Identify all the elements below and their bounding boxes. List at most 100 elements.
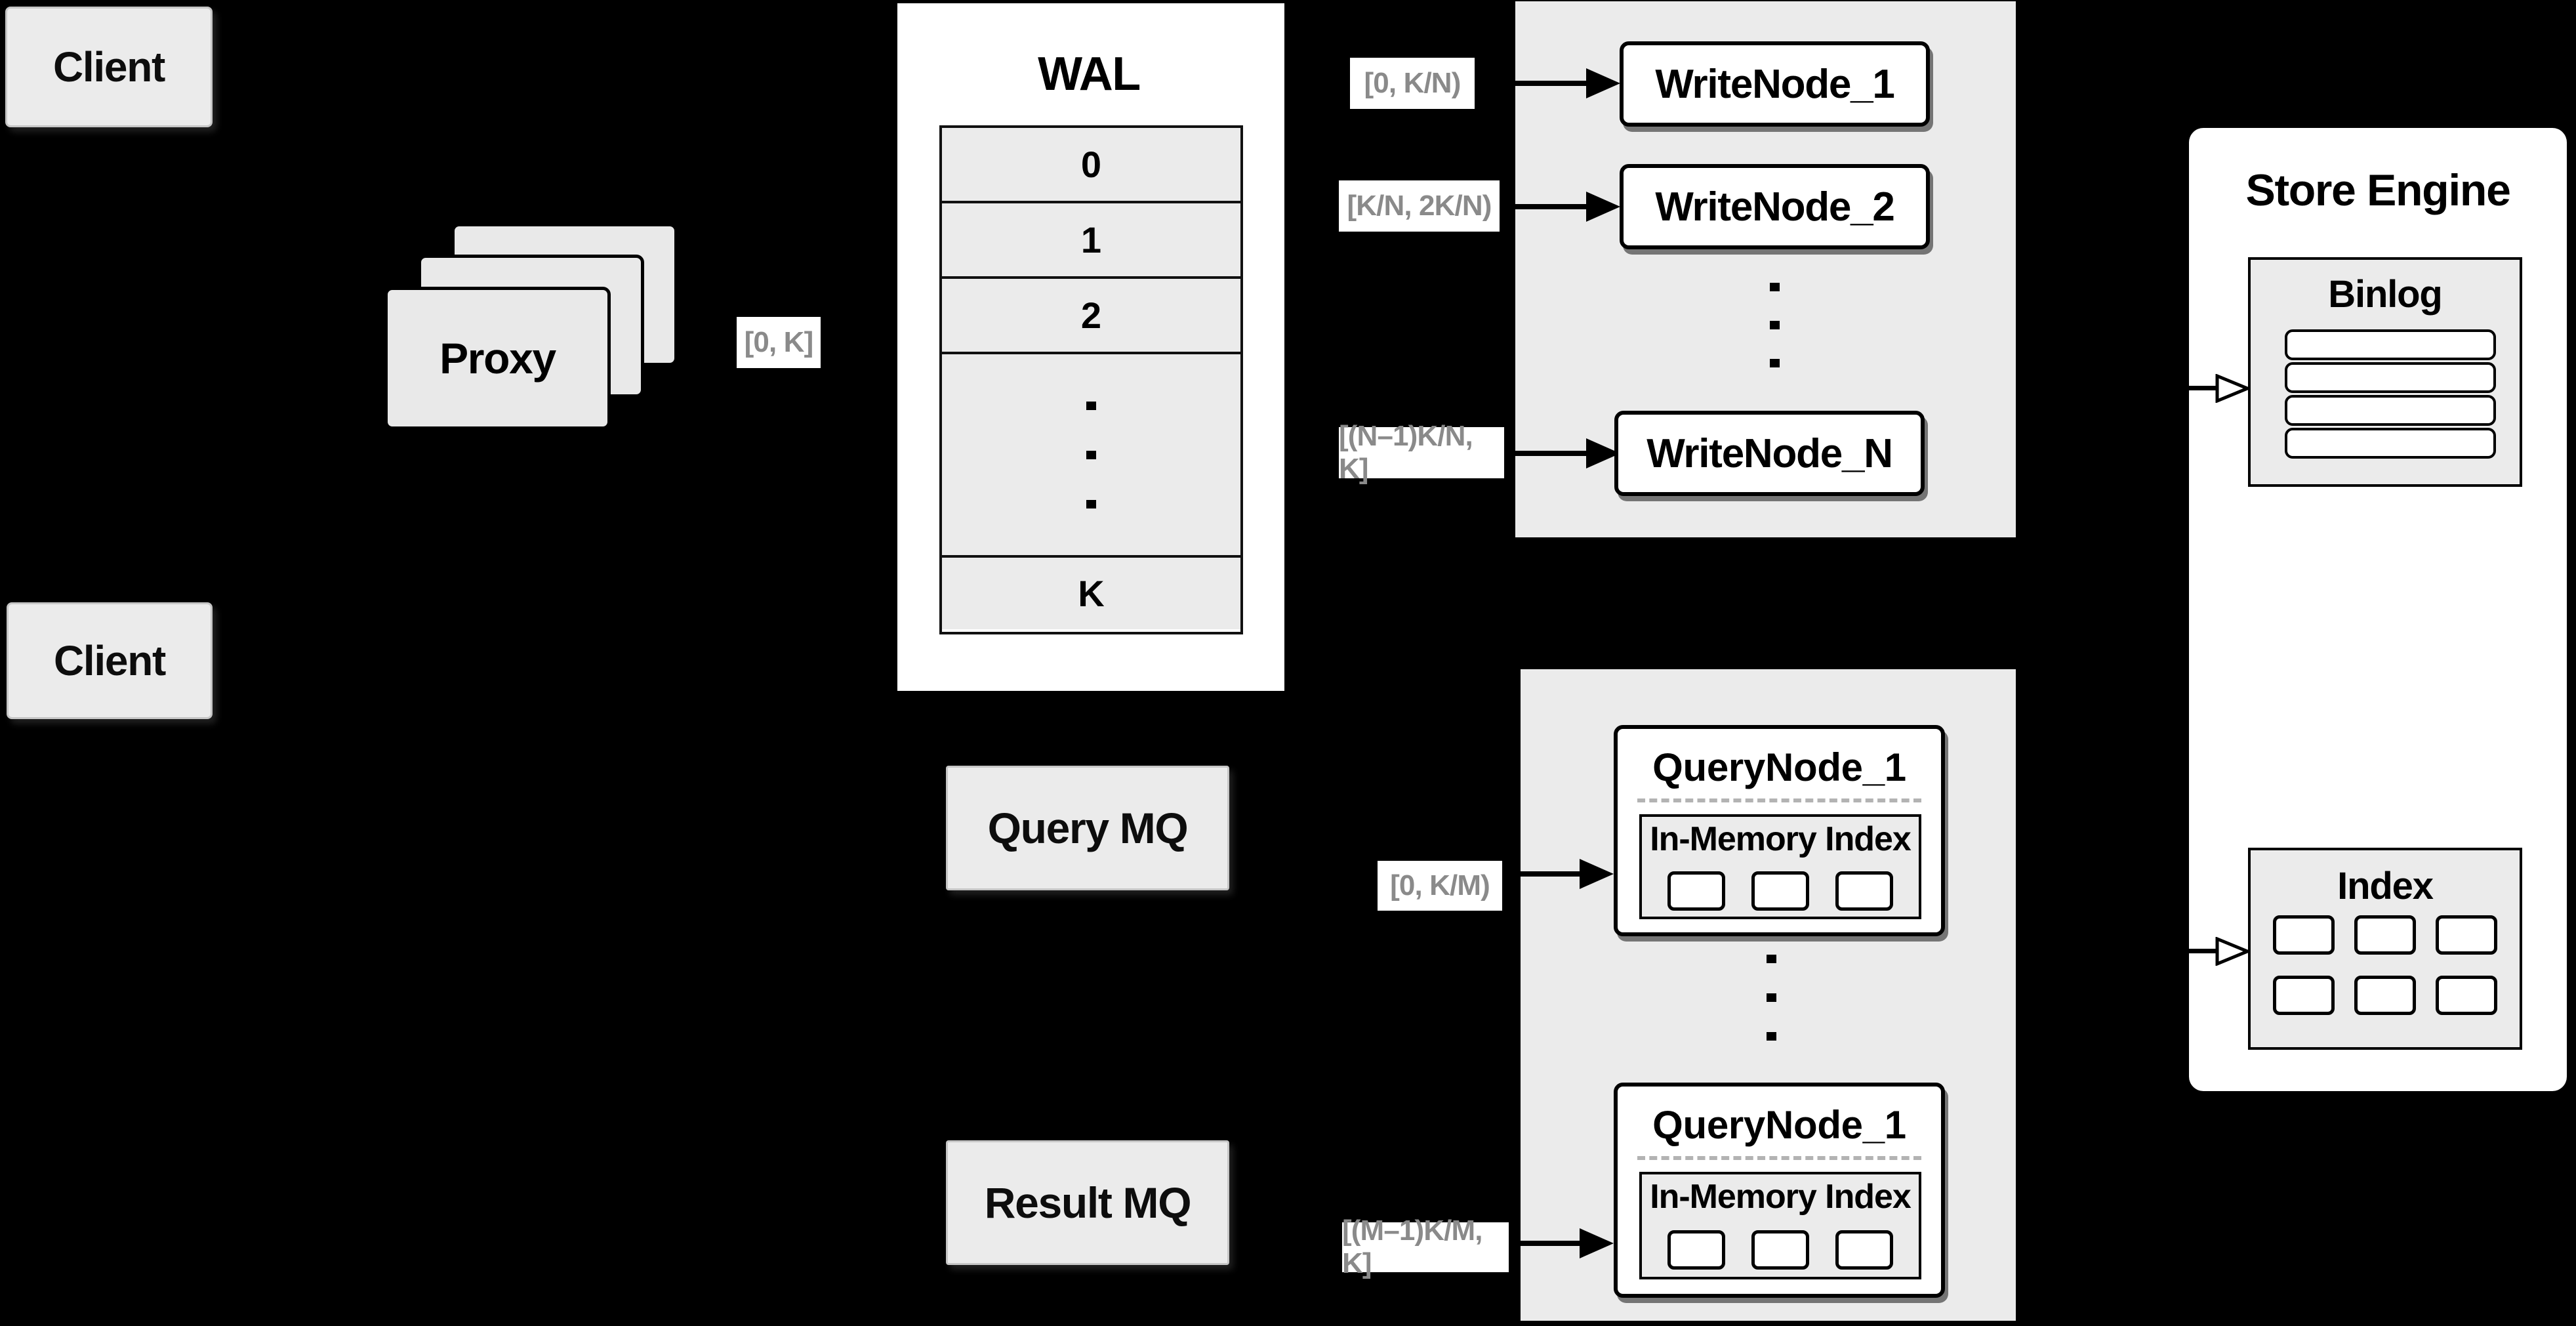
proxy-card-front: Proxy bbox=[384, 287, 611, 430]
query-node-2-title: QueryNode_1 bbox=[1618, 1098, 1941, 1151]
client-box-bottom: Client bbox=[7, 602, 213, 719]
proxy-label: Proxy bbox=[440, 334, 556, 383]
index-cell bbox=[2354, 976, 2416, 1015]
binlog-row bbox=[2285, 329, 2496, 360]
write-node-1-label: WriteNode_1 bbox=[1655, 61, 1894, 107]
binlog-row bbox=[2285, 362, 2496, 393]
arrow-shaft bbox=[1477, 81, 1589, 86]
query-node-2: QueryNode_1 In-Memory Index bbox=[1614, 1083, 1945, 1298]
edge-label-write-1: [0, K/N) bbox=[1350, 58, 1475, 109]
edge-label-write-n: [(N–1)K/N, K] bbox=[1339, 420, 1504, 485]
index-cell-row bbox=[2251, 915, 2520, 955]
wal-log-table: 0 1 2 K bbox=[939, 125, 1243, 634]
open-arrowhead-icon bbox=[2215, 937, 2249, 966]
index-box: Index bbox=[2248, 848, 2522, 1050]
in-memory-index-box: In-Memory Index bbox=[1639, 1172, 1921, 1279]
arrowhead-icon bbox=[1586, 192, 1620, 222]
write-node-1: WriteNode_1 bbox=[1620, 41, 1930, 127]
memory-segment bbox=[1835, 871, 1893, 911]
arrow-shaft bbox=[1508, 451, 1589, 456]
write-node-n: WriteNode_N bbox=[1614, 411, 1925, 496]
store-engine-title: Store Engine bbox=[2189, 157, 2567, 223]
binlog-title-text: Binlog bbox=[2328, 272, 2443, 316]
query-node-2-title-text: QueryNode_1 bbox=[1652, 1102, 1906, 1147]
in-memory-index-title: In-Memory Index bbox=[1642, 1178, 1919, 1216]
memory-segment bbox=[1835, 1230, 1893, 1270]
index-cell bbox=[2273, 915, 2335, 955]
binlog-row bbox=[2285, 428, 2496, 459]
query-mq-label: Query MQ bbox=[987, 804, 1189, 852]
arrow-shaft bbox=[2170, 949, 2218, 953]
in-memory-index-title-text: In-Memory Index bbox=[1650, 820, 1912, 858]
dot bbox=[1767, 993, 1776, 1002]
write-node-2: WriteNode_2 bbox=[1620, 164, 1930, 249]
index-title: Index bbox=[2251, 860, 2520, 912]
query-node-1-title: QueryNode_1 bbox=[1618, 741, 1941, 793]
query-mq-box: Query MQ bbox=[946, 766, 1229, 890]
wal-title-text: WAL bbox=[1038, 47, 1141, 100]
arrowhead-icon bbox=[1586, 68, 1620, 98]
edge-label-proxy-wal-text: [0, K] bbox=[744, 326, 814, 358]
binlog-title: Binlog bbox=[2251, 268, 2520, 320]
index-cell bbox=[2436, 915, 2497, 955]
edge-label-query-m: [(M–1)K/M, K] bbox=[1342, 1214, 1509, 1279]
index-cell-row bbox=[2251, 976, 2520, 1015]
client-box-top: Client bbox=[5, 7, 213, 127]
index-cell bbox=[2273, 976, 2335, 1015]
dashed-divider bbox=[1637, 798, 1921, 802]
wal-row-0: 0 bbox=[942, 128, 1240, 201]
wal-row-2-text: 2 bbox=[1080, 295, 1102, 336]
wal-vertical-ellipsis-icon bbox=[942, 352, 1240, 555]
memory-segment bbox=[1751, 1230, 1809, 1270]
edge-label-write-2-text: [K/N, 2K/N) bbox=[1347, 190, 1492, 222]
result-mq-box: Result MQ bbox=[946, 1140, 1229, 1265]
in-memory-index-title: In-Memory Index bbox=[1642, 820, 1919, 858]
client-top-label: Client bbox=[52, 43, 165, 91]
wal-row-2: 2 bbox=[942, 276, 1240, 352]
dot bbox=[1767, 1032, 1776, 1041]
index-title-text: Index bbox=[2337, 864, 2434, 907]
memory-segment-row bbox=[1642, 1230, 1919, 1270]
wal-row-1: 1 bbox=[942, 201, 1240, 276]
edge-label-query-1: [0, K/M) bbox=[1378, 861, 1502, 911]
edge-label-proxy-wal: [0, K] bbox=[737, 317, 821, 368]
edge-label-write-1-text: [0, K/N) bbox=[1364, 67, 1462, 99]
store-engine-title-text: Store Engine bbox=[2245, 165, 2510, 215]
edge-label-write-n-text: [(N–1)K/N, K] bbox=[1339, 420, 1473, 485]
arrowhead-icon bbox=[1580, 1228, 1614, 1258]
in-memory-index-title-text: In-Memory Index bbox=[1650, 1178, 1912, 1216]
dot bbox=[1770, 283, 1780, 291]
wal-box: WAL 0 1 2 K bbox=[895, 1, 1286, 693]
query-node-1-title-text: QueryNode_1 bbox=[1652, 745, 1906, 789]
dot bbox=[1086, 499, 1096, 508]
arrow-shaft bbox=[1503, 204, 1589, 209]
dot bbox=[1086, 401, 1096, 410]
wal-row-k-text: K bbox=[1078, 573, 1105, 614]
memory-segment bbox=[1751, 871, 1809, 911]
result-mq-label: Result MQ bbox=[984, 1178, 1192, 1227]
arrowhead-icon bbox=[1580, 859, 1614, 889]
wal-row-0-text: 0 bbox=[1080, 144, 1102, 185]
binlog-box: Binlog bbox=[2248, 257, 2522, 487]
dashed-divider bbox=[1637, 1156, 1921, 1160]
dot bbox=[1770, 359, 1780, 367]
dot bbox=[1086, 450, 1096, 459]
arrow-shaft bbox=[1517, 1241, 1581, 1246]
in-memory-index-box: In-Memory Index bbox=[1639, 814, 1921, 919]
memory-segment-row bbox=[1642, 871, 1919, 911]
edge-label-query-m-text: [(M–1)K/M, K] bbox=[1342, 1214, 1483, 1279]
memory-segment bbox=[1667, 1230, 1725, 1270]
arrow-shaft bbox=[2170, 386, 2218, 390]
store-engine-panel: Store Engine Binlog Index bbox=[2189, 128, 2567, 1091]
memory-segment bbox=[1667, 871, 1725, 911]
write-node-n-label: WriteNode_N bbox=[1646, 430, 1893, 476]
query-node-1: QueryNode_1 In-Memory Index bbox=[1614, 725, 1945, 936]
index-cell bbox=[2436, 976, 2497, 1015]
arrow-shaft bbox=[1512, 871, 1581, 877]
dot bbox=[1767, 955, 1776, 963]
wal-row-k: K bbox=[942, 555, 1240, 629]
open-arrowhead-icon bbox=[2215, 374, 2249, 403]
wal-row-1-text: 1 bbox=[1080, 219, 1102, 260]
dot bbox=[1770, 321, 1780, 329]
